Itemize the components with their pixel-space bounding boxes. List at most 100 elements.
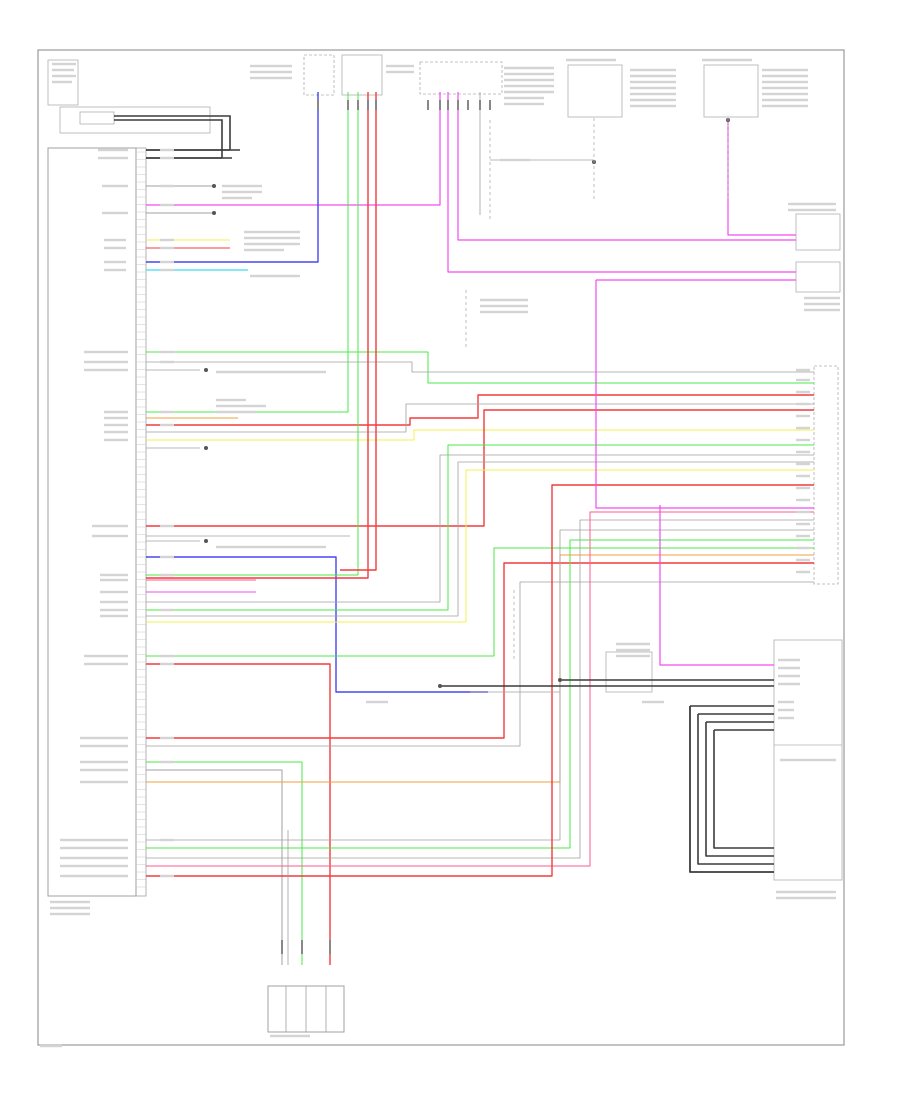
label-placeholder [104,268,126,272]
label-placeholder [104,260,126,264]
label-placeholder [250,64,292,68]
wire-gray [146,769,283,965]
splice-dot [204,446,208,450]
label-placeholder [630,68,676,72]
label-placeholder [804,302,840,306]
label-placeholder [102,211,128,215]
label-placeholder [796,546,810,550]
label-placeholder [80,768,128,772]
label-placeholder [92,534,128,538]
main-unit-body [47,147,137,897]
dashed-trace-1 [465,118,729,660]
right-control-module [773,639,843,881]
label-placeholder [480,298,528,302]
label-placeholder [796,534,810,538]
splice-dot [204,368,208,372]
top-left-module [47,59,231,159]
label-placeholder [796,414,810,418]
wire-green [146,761,303,965]
label-placeholder [270,1034,310,1038]
label-placeholder [104,410,128,414]
label-placeholder [80,736,128,740]
main-unit-pin-ticks [136,151,146,888]
label-placeholder [796,462,810,466]
right-sensor-upper [795,213,841,251]
bottom-connector [267,985,345,1033]
wire-green [146,547,814,657]
label-placeholder [776,890,836,894]
main-unit-pins [135,147,147,897]
wire-gray [146,403,814,433]
label-placeholder [60,838,128,842]
label-placeholder [616,642,650,646]
label-placeholder [630,86,676,90]
label-placeholder [386,64,414,68]
label-placeholder [778,666,800,670]
label-placeholder [504,66,554,70]
label-placeholder [244,230,300,234]
wire-magenta [659,505,774,666]
label-placeholder [504,102,544,106]
label-placeholder [788,202,836,206]
label-placeholder [504,72,554,76]
label-placeholder [100,590,128,594]
label-placeholder [250,76,292,80]
label-placeholder [160,524,174,528]
label-placeholder [80,760,128,764]
label-placeholder [50,912,90,916]
label-placeholder [778,716,794,720]
label-placeholder [796,450,810,454]
splice-dot [438,684,442,688]
label-placeholder [244,236,300,240]
label-placeholder [566,58,616,62]
label-placeholder [52,68,74,72]
wire-gray [146,581,814,747]
wire-black [697,714,774,865]
label-placeholder [160,184,174,188]
label-placeholder [630,92,676,96]
label-placeholder [796,486,810,490]
wire-magenta [595,280,814,509]
splice-dot [558,678,562,682]
right-components [605,213,843,881]
top-left-module-body [47,59,79,106]
label-placeholder [160,838,174,842]
wire-black [689,706,774,873]
wire-green [146,539,814,849]
label-placeholder [160,760,174,764]
wire-green [146,351,814,384]
label-placeholder [216,404,266,408]
label-placeholder [160,148,174,152]
label-placeholder [100,614,128,618]
label-placeholder [762,104,808,108]
label-placeholder [100,608,128,612]
label-placeholder [504,96,544,100]
label-placeholder [160,573,174,577]
wire-pink [146,511,814,867]
label-placeholder [160,246,174,250]
label-placeholder [366,700,388,704]
label-placeholder [796,438,810,442]
label-placeholder [630,80,676,84]
splice-dot [212,184,216,188]
label-placeholder [796,522,810,526]
label-placeholder [160,608,174,612]
label-placeholder [102,184,128,188]
right-sensor-lower [795,261,841,293]
label-placeholder [160,268,174,272]
label-placeholder [630,74,676,78]
wire-gray [146,529,814,841]
wire-magenta [457,92,796,241]
label-placeholder [104,438,128,442]
top-connector-1 [303,54,335,96]
label-placeholder [84,368,128,372]
label-placeholder [160,156,174,160]
label-placeholder [100,578,128,582]
top-connectors [303,54,759,118]
label-placeholder [104,246,126,250]
label-placeholder [222,196,252,200]
wire-magenta [146,92,441,206]
label-placeholder [216,398,246,402]
label-placeholder [244,248,284,252]
label-placeholder [84,654,128,658]
